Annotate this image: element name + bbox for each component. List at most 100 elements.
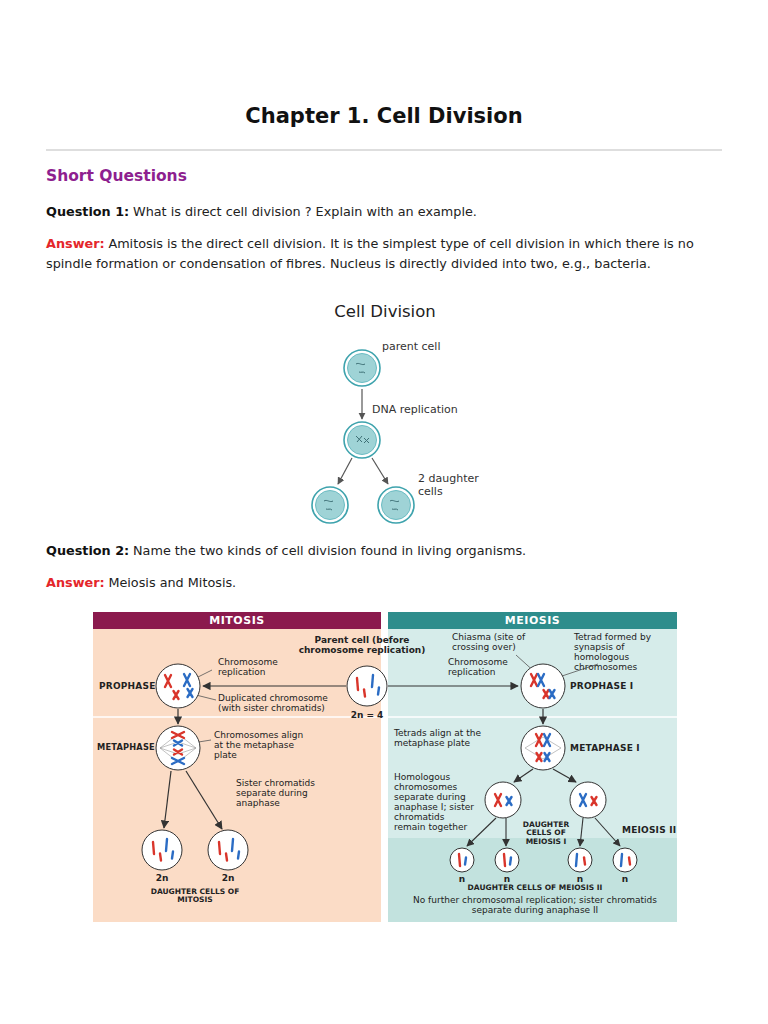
cell-division-figure-part [378,487,414,523]
cell-division-figure-part [356,436,369,443]
metaphase-i-cell-part [537,753,542,761]
prophase-i-cell [521,664,565,708]
arrows-part [186,771,222,829]
arrows-part [553,769,576,782]
meiosis-ii-daughter-cells-part [459,854,460,866]
mitosis-header: MITOSIS [93,612,381,629]
prophase-cell-part [184,674,190,686]
callout-text: Homologous chromosomes separate during a… [394,772,478,832]
page-title: Chapter 1. Cell Division [0,104,768,128]
stage-label: PROPHASE I [570,681,660,691]
question-line: Question 2: Name the two kinds of cell di… [46,541,726,561]
meiosis-i-daughter-cells-part [507,797,512,805]
mitosis-daughter-cells-part [160,854,161,861]
meiosis-ii-daughter-cells-part [576,854,577,866]
answer-paragraph: Answer:Amitosis is the direct cell divis… [46,234,726,274]
cell-division-figure [312,350,414,523]
ploidy-label: n [499,874,515,884]
mitosis-daughter-cells-part [172,852,173,859]
prophase-i-cell-part [544,690,549,698]
question-label: Answer: [46,575,105,590]
meiosis-i-daughter-cells-part [495,794,501,806]
prophase-cell-part [156,664,200,708]
callout-text: Duplicated chromosome (with sister chrom… [218,693,336,713]
meiosis-ii-daughter-cells-part [568,848,592,872]
prophase-i-cell-part [531,674,537,686]
band-heading: MEIOSIS [505,614,560,627]
cell-label: 2 daughter cells [418,473,486,498]
step-label: DNA replication [372,404,482,417]
question-label: Question 2: [46,543,129,558]
body-text: What is direct cell division ? Explain w… [133,204,477,219]
parent-cell-part [378,688,379,695]
meiosis-ii-daughter-cells-part [510,858,511,865]
note-text: No further chromosomal replication; sist… [400,895,670,915]
question-label: Answer: [46,236,105,251]
callout-text: Tetrads align at the metaphase plate [394,728,486,748]
meiosis-i-daughter-cells-part [592,797,597,805]
arrows-part [514,769,533,782]
question-line: Question 1:What is direct cell division … [46,202,726,222]
prophase-cell-part [188,689,193,697]
stage-label: METAPHASE [97,743,155,752]
callout-text: Chromosome replication [448,657,512,677]
metaphase-i-cell-part [525,737,561,759]
mitosis-meiosis-panels-part [93,716,381,718]
meiosis-ii-daughter-cells-part [450,848,474,872]
callout-text: Chiasma (site of crossing over) [452,632,534,652]
arrows-part [595,818,620,846]
arrows-part [164,771,171,828]
cell-division-figure-part [372,458,388,484]
arrows-part [542,709,543,724]
cell-division-figure-part [344,350,380,386]
rule-line [46,150,722,151]
mitosis-meiosis-panels-part [388,716,677,718]
prophase-i-cell-part [538,674,544,686]
parent-cell-part [357,678,358,690]
metaphase-i-cell-part [521,726,565,770]
mitosis-meiosis-panels-part [388,612,677,922]
metaphase-cell-part [160,734,196,762]
metaphase-i-cell-part [536,734,542,746]
cell-division-figure-part [356,363,365,373]
figure-title: Cell Division [285,303,485,322]
mitosis-daughter-cells-part [142,830,182,870]
meiosis-ii-daughter-cells-part [584,858,585,865]
callout-text: Tetrad formed by synapsis of homologous … [574,632,674,672]
cell-division-figure-part [324,500,333,510]
meiosis-ii-daughter-cells-part [495,848,519,872]
metaphase-cell-part [172,758,184,764]
cell-division-figure-part [390,500,399,510]
arrows-part [467,818,496,846]
mitosis-meiosis-panels-part [93,612,381,922]
stage-label: MEIOSIS II [622,825,677,835]
mitosis-daughter-cells-part [166,839,167,851]
body-text: Meiosis and Mitosis. [108,575,236,590]
ploidy-label: 2n = 4 [342,710,392,720]
metaphase-cell [156,726,200,770]
cell-label: parent cell [382,341,462,354]
rule-line-part [46,150,722,151]
meiosis-i-daughter-cells [485,782,606,818]
mitosis-daughter-cells-part [208,830,248,870]
stage-label: PROPHASE [99,681,159,691]
stage-label: METAPHASE I [570,743,665,753]
mitosis-meiosis-panels [93,612,677,922]
mitosis-daughter-cells [142,830,248,870]
prophase-cell [156,664,200,708]
body-text: Name the two kinds of cell division foun… [133,543,526,558]
mitosis-meiosis-panels-part [388,838,677,922]
ploidy-label: 2n [147,873,177,883]
cell-division-figure-part [338,458,352,484]
prophase-cell-part [174,691,179,699]
arrows-part [203,685,346,686]
section-heading: Short Questions [46,168,346,186]
ploidy-label: n [617,874,633,884]
meiosis-ii-daughter-cells-part [504,854,505,866]
metaphase-cell-part [174,741,182,746]
cell-division-figure-part [344,422,380,458]
band-heading: MITOSIS [209,614,264,627]
prophase-i-cell-part [521,664,565,708]
mitosis-daughter-cells-part [238,852,239,859]
metaphase-i-cell-part [544,734,550,746]
